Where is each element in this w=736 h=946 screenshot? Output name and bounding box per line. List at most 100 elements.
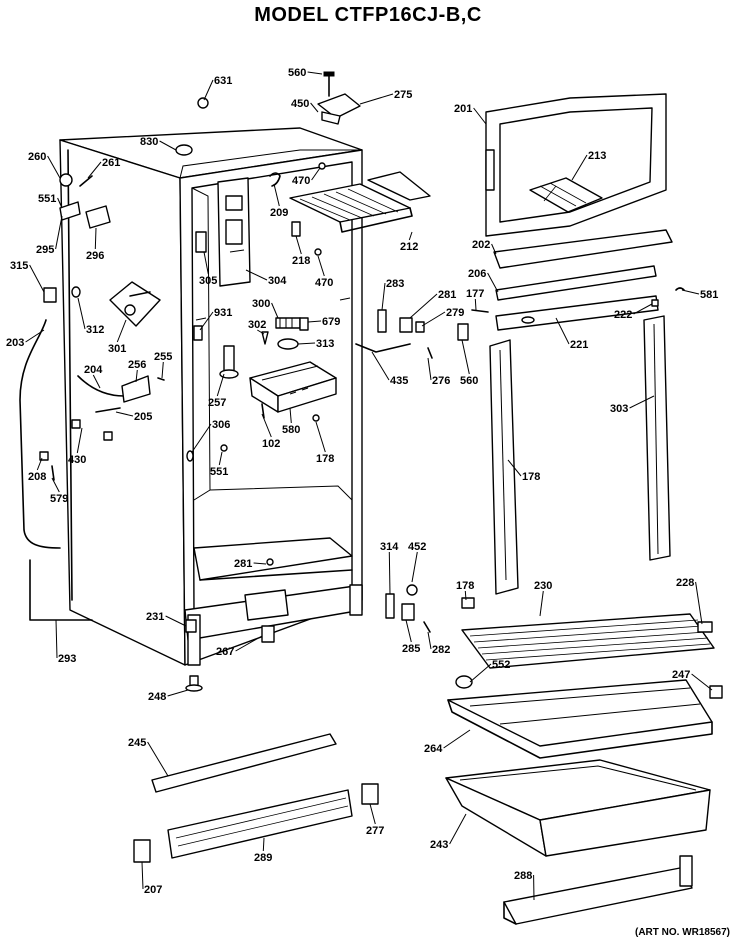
part-579 bbox=[39, 451, 49, 461]
callout-230: 230 bbox=[534, 580, 552, 592]
part-202 bbox=[493, 229, 673, 269]
leader-line-452 bbox=[411, 551, 418, 583]
part-303-socket bbox=[219, 345, 239, 379]
part-221 bbox=[521, 316, 535, 324]
part-256 bbox=[77, 375, 125, 397]
leader-line-212 bbox=[408, 231, 413, 241]
art-number: (ART NO. WR18567) bbox=[634, 927, 730, 938]
leader-lines bbox=[25, 71, 713, 901]
leader-line-931 bbox=[199, 311, 214, 331]
part-290 bbox=[133, 839, 151, 863]
part-552 bbox=[423, 621, 431, 633]
callout-312: 312 bbox=[86, 324, 104, 336]
leader-line-300 bbox=[271, 302, 279, 319]
callout-560: 560 bbox=[460, 375, 478, 387]
part-213-ice-tray bbox=[529, 177, 603, 213]
callout-283: 283 bbox=[386, 278, 404, 290]
part-679 bbox=[261, 331, 269, 345]
leader-line-218 bbox=[295, 235, 302, 255]
callout-201: 201 bbox=[454, 103, 472, 115]
callout-581: 581 bbox=[700, 289, 718, 301]
callout-302: 302 bbox=[248, 319, 266, 331]
part-282 bbox=[401, 603, 415, 621]
callout-931: 931 bbox=[214, 307, 232, 319]
callout-206: 206 bbox=[468, 268, 486, 280]
leader-line-202 bbox=[491, 243, 497, 255]
part-302 bbox=[299, 317, 309, 331]
callout-552: 552 bbox=[492, 659, 510, 671]
leader-line-312 bbox=[77, 297, 86, 330]
callout-260: 260 bbox=[28, 151, 46, 163]
leader-line-260 bbox=[47, 155, 61, 179]
part-245-glass-shelf bbox=[447, 679, 713, 759]
callout-679: 679 bbox=[322, 316, 340, 328]
leader-line-257 bbox=[216, 373, 225, 397]
callout-551: 551 bbox=[210, 466, 228, 478]
leader-line-306 bbox=[191, 423, 212, 453]
leader-line-213 bbox=[571, 154, 588, 181]
callout-255: 255 bbox=[154, 351, 172, 363]
leader-line-203 bbox=[25, 329, 45, 343]
leader-line-304 bbox=[245, 269, 268, 281]
callout-289: 289 bbox=[254, 852, 272, 864]
part-248 bbox=[709, 685, 723, 699]
callout-560: 560 bbox=[288, 67, 306, 79]
part-277 bbox=[151, 733, 337, 793]
callout-178: 178 bbox=[522, 471, 540, 483]
part-435 bbox=[109, 281, 161, 327]
part-293 bbox=[185, 619, 197, 633]
callout-257: 257 bbox=[208, 397, 226, 409]
callout-830: 830 bbox=[140, 136, 158, 148]
part-208 bbox=[489, 339, 519, 595]
part-102 bbox=[71, 419, 113, 441]
leader-line-679 bbox=[307, 320, 322, 323]
leader-line-314 bbox=[388, 551, 391, 595]
part-275-hinge bbox=[317, 71, 361, 125]
leader-line-206 bbox=[487, 272, 499, 293]
leader-line-293 bbox=[55, 619, 58, 659]
leader-line-177 bbox=[474, 298, 477, 311]
part-281 bbox=[399, 317, 413, 333]
leader-line-315 bbox=[29, 264, 45, 293]
leader-line-830 bbox=[159, 140, 177, 151]
leader-line-450 bbox=[310, 102, 319, 113]
callout-452: 452 bbox=[408, 541, 426, 553]
part-178-c bbox=[266, 558, 274, 566]
leader-line-289 bbox=[262, 837, 265, 852]
part-178-a bbox=[312, 414, 320, 422]
part-631 bbox=[197, 97, 209, 109]
callout-261: 261 bbox=[102, 157, 120, 169]
callout-430: 430 bbox=[68, 454, 86, 466]
leader-line-435 bbox=[371, 351, 390, 381]
part-301 bbox=[277, 338, 299, 350]
leader-line-256 bbox=[135, 369, 138, 383]
part-313-tube bbox=[19, 319, 61, 549]
callout-579: 579 bbox=[50, 493, 68, 505]
part-283 bbox=[377, 309, 387, 333]
leader-line-281 bbox=[409, 293, 438, 319]
callout-301: 301 bbox=[108, 343, 126, 355]
part-207-door-bin bbox=[503, 855, 693, 925]
part-255 bbox=[121, 375, 151, 403]
leader-line-231 bbox=[165, 615, 187, 627]
part-452 bbox=[385, 593, 395, 619]
part-296 bbox=[85, 205, 111, 229]
callout-281: 281 bbox=[438, 289, 456, 301]
callout-212: 212 bbox=[400, 241, 418, 253]
leader-line-178 bbox=[464, 590, 467, 601]
callout-450: 450 bbox=[291, 98, 309, 110]
leader-line-222 bbox=[633, 303, 653, 315]
part-205 bbox=[643, 315, 671, 561]
callout-295: 295 bbox=[36, 244, 54, 256]
callout-256: 256 bbox=[128, 359, 146, 371]
part-218 bbox=[291, 221, 301, 237]
callout-208: 208 bbox=[28, 471, 46, 483]
leader-line-178 bbox=[507, 459, 522, 477]
callout-303: 303 bbox=[610, 403, 628, 415]
part-560-screw bbox=[427, 347, 433, 359]
part-931 bbox=[193, 325, 203, 341]
callout-470: 470 bbox=[292, 175, 310, 187]
leader-line-560 bbox=[307, 71, 323, 75]
